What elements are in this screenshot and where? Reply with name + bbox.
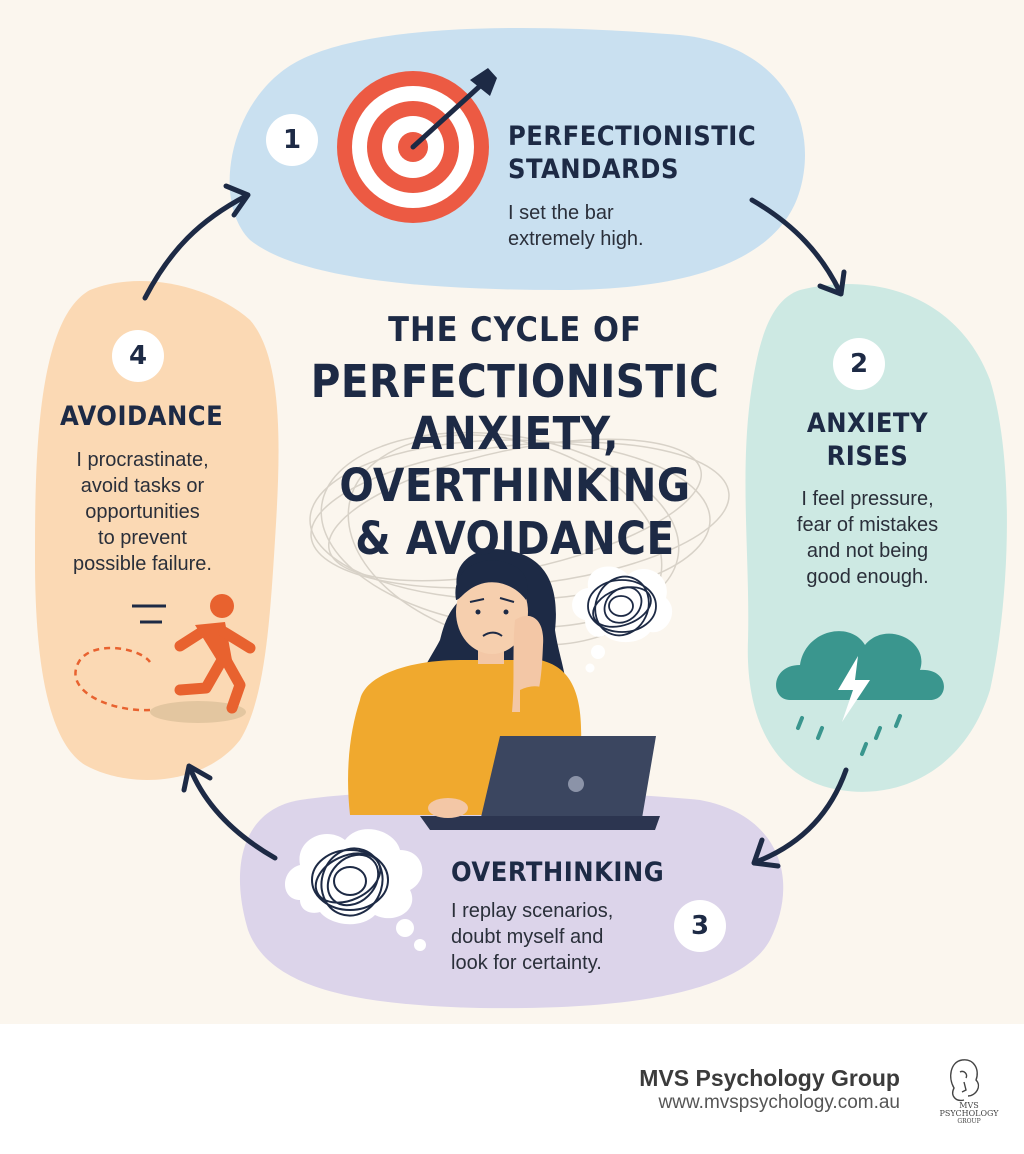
step-2-number: 2 (833, 338, 885, 390)
arrow-1-to-2-icon (749, 197, 843, 295)
main-title: THE CYCLE OF PERFECTIONISTIC ANXIETY, OV… (300, 310, 730, 565)
step-4-desc-line1: I procrastinate, (76, 449, 209, 471)
arrow-3-to-4-icon (187, 765, 278, 861)
step-4-desc-line3: opportunities (85, 501, 200, 523)
step-2-description: I feel pressure, fear of mistakes and no… (775, 486, 960, 590)
step-4-heading: AVOIDANCE (60, 401, 224, 432)
step-3-desc-line1: I replay scenarios, (451, 900, 614, 922)
step-4-desc-line4: to prevent (98, 527, 187, 549)
step-4-number: 4 (112, 330, 164, 382)
title-line-1: THE CYCLE OF (388, 310, 642, 350)
step-1-desc-line1: I set the bar (508, 202, 614, 224)
logo-text-line2: PSYCHOLOGY (939, 1109, 999, 1119)
step-2-desc-line1: I feel pressure, (801, 488, 934, 510)
title-line-4: OVERTHINKING (339, 459, 691, 513)
step-1-heading-line2: STANDARDS (508, 153, 679, 185)
step-3-desc-line3: look for certainty. (451, 952, 602, 974)
artwork: 1 PERFECTIONISTIC STANDARDS I set the ba… (0, 0, 1024, 1024)
step-3-description: I replay scenarios, doubt myself and loo… (451, 898, 613, 976)
step-2-desc-line3: and not being (806, 540, 929, 562)
title-line-5: & AVOIDANCE (355, 511, 675, 565)
logo-wordmark: MVS PSYCHOLOGY GROUP (926, 1101, 1012, 1125)
step-3-number: 3 (674, 900, 726, 952)
cycle-background (35, 27, 1007, 1009)
step-1-heading-line1: PERFECTIONISTIC (508, 121, 757, 152)
step-2-heading-line1: ANXIETY (806, 408, 929, 439)
step-4-desc-line5: possible failure. (73, 553, 212, 575)
step-2-desc-line4: good enough. (806, 566, 929, 588)
step-3-heading: OVERTHINKING (451, 857, 665, 888)
arrow-2-to-3-icon (753, 767, 849, 865)
step-1-heading: PERFECTIONISTIC STANDARDS (508, 121, 756, 187)
step-1-number: 1 (266, 114, 318, 166)
step-1-desc-line2: extremely high. (508, 228, 644, 250)
woman-thought-bubble-icon (572, 566, 673, 673)
step-4-desc-line2: avoid tasks or (80, 475, 205, 497)
step-2-desc-line2: fear of mistakes (796, 514, 939, 536)
mvs-logo-icon (950, 1059, 980, 1102)
step-1-description: I set the bar extremely high. (508, 200, 644, 252)
title-line-2: PERFECTIONISTIC (310, 355, 720, 408)
step-4-description: I procrastinate, avoid tasks or opportun… (50, 447, 235, 577)
step-3-desc-line2: doubt myself and (451, 926, 604, 948)
logo-text-line3: GROUP (957, 1117, 981, 1125)
footer-organization-name: MVS Psychology Group (639, 1065, 900, 1091)
logo-text-line1: MVS (959, 1101, 979, 1110)
storm-cloud-icon (776, 631, 944, 756)
step-2-heading: ANXIETY RISES (775, 408, 960, 474)
woman-at-laptop-illustration (348, 549, 660, 830)
title-line-3: ANXIETY, (410, 407, 620, 461)
step-2-heading-line2: RISES (826, 440, 909, 472)
target-icon (337, 68, 497, 223)
tangled-thought-icon (285, 829, 426, 951)
running-person-icon (74, 594, 256, 723)
arrow-4-to-1-icon (142, 193, 249, 301)
footer-website-link[interactable]: www.mvspsychology.com.au (658, 1092, 900, 1113)
